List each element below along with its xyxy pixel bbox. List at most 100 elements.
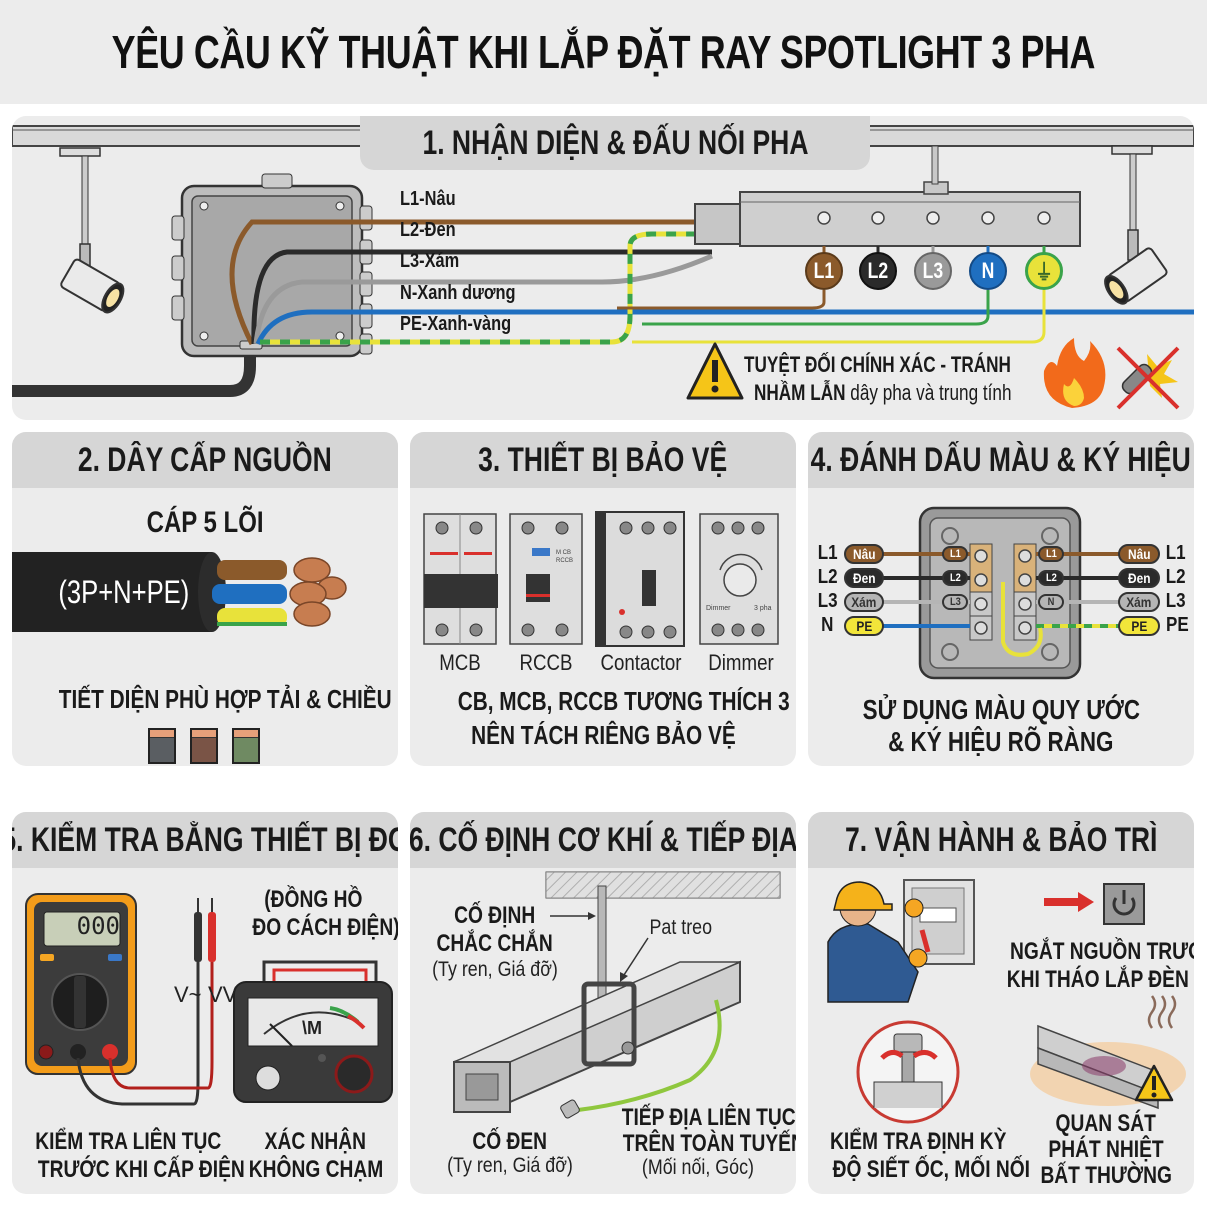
section-mechanical-grounding: 6. CỐ ĐỊNH CƠ KHÍ & TIẾP ĐỊA CỐ ĐỊNH CHẮ… <box>410 812 796 1194</box>
device-label-mcb: MCB <box>439 650 481 675</box>
meter-unit: \M <box>302 1018 322 1038</box>
terminal-l3: L3 <box>914 252 952 290</box>
inner-tag-l1-right: L1 <box>1038 546 1064 562</box>
inner-tag-l1: L1 <box>942 546 968 562</box>
device-label-rccb: RCCB <box>519 650 573 675</box>
caption-line-1: CB, MCB, RCCB TƯƠNG THÍCH 3 PHA <box>457 686 796 716</box>
warning-text: TUYỆT ĐỐI CHÍNH XÁC - TRÁNH NHẦM LẪN dây… <box>744 352 1012 405</box>
side-label-l2-right: L2 <box>1165 566 1186 588</box>
wire-label-l1: L1-Nâu <box>400 188 456 210</box>
ground-label-2: TRÊN TOÀN TUYẾN <box>622 1130 796 1157</box>
caption-right-2: KHÔNG CHẠM <box>248 1156 384 1183</box>
protection-devices-illustration: M CB RCCB Dimmer 3 pha <box>423 511 779 647</box>
heat-label-1: QUAN SÁT <box>1055 1110 1157 1137</box>
measurement-tools-illustration <box>25 893 393 1106</box>
wire-label-l3: L3-Xám <box>400 250 460 272</box>
power-off-label-2: KHI THÁO LẮP ĐÈN <box>1006 966 1189 993</box>
section-header: 6. CỐ ĐỊNH CƠ KHÍ & TIẾP ĐỊA <box>410 812 796 868</box>
ground-paren: (Mối nối, Góc) <box>641 1156 755 1179</box>
section-header: 2. DÂY CẤP NGUỒN <box>12 432 398 488</box>
fix-label-1: CỐ ĐỊNH <box>454 902 536 929</box>
caption-line-2: & KÝ HIỆU RÕ RÀNG <box>888 726 1114 757</box>
rccb-icon: M CB RCCB <box>509 513 583 645</box>
section-header: 1. NHẬN DIỆN & ĐẤU NỐI PHA <box>360 116 870 170</box>
ground-label-1: TIẾP ĐỊA LIÊN TỤC <box>621 1104 796 1131</box>
probe-label-right: VV <box>208 982 238 1007</box>
power-off-icon: polygon <box>1044 883 1145 925</box>
pill-black: Đen <box>844 568 884 588</box>
terminal-l2: L2 <box>859 252 897 290</box>
heated-rail-icon <box>1030 995 1186 1110</box>
power-off-label-1: NGẮT NGUỒN TRƯỚC <box>1010 938 1194 965</box>
no-short-circuit-icon <box>1116 346 1180 410</box>
section-phase-identification: 1. NHẬN DIỆN & ĐẤU NỐI PHA L1-Nâu L2-Đen… <box>12 116 1194 420</box>
pill-gray-right: Xám <box>1118 592 1160 612</box>
caption-left-1: KIỂM TRA LIÊN TỤC <box>35 1128 222 1155</box>
inner-tag-l2: L2 <box>942 570 968 586</box>
side-label-n-left: N <box>821 614 834 636</box>
side-label-l1-left: L1 <box>817 542 838 564</box>
section-header: 4. ĐÁNH DẤU MÀU & KÝ HIỆU <box>808 432 1194 488</box>
terminal-n: N <box>969 252 1007 290</box>
maintenance-illustration: polygon <box>827 879 1186 1124</box>
side-label-l3-right: L3 <box>1165 590 1186 612</box>
heat-label-2: PHÁT NHIỆT <box>1048 1136 1164 1163</box>
caption-line-1: SỬ DỤNG MÀU QUY ƯỚC <box>862 694 1140 725</box>
junction-box-icon <box>171 173 373 358</box>
device-label-contactor: Contactor <box>600 650 682 675</box>
pill-brown: Nâu <box>844 544 884 564</box>
bolt-check-icon <box>856 1020 960 1124</box>
spotlight-icon <box>59 147 125 314</box>
contactor-icon <box>595 511 685 647</box>
wire-sample-green <box>232 728 260 764</box>
mcb-icon <box>423 513 498 645</box>
pat-treo-label: Pat treo <box>649 916 713 939</box>
caption-right-1: XÁC NHẬN <box>264 1128 366 1155</box>
heat-label-3: BẤT THƯỜNG <box>1040 1162 1172 1189</box>
insulation-tester-icon <box>233 960 393 1103</box>
section-protection-devices: 3. THIẾT BỊ BẢO VỆ M CB RCCB <box>410 432 796 766</box>
svg-text:3 pha: 3 pha <box>754 605 772 612</box>
section-operation-maintenance: 7. VẬN HÀNH & BẢO TRÌ polygon <box>808 812 1194 1194</box>
cable-caption: TIẾT DIỆN PHÙ HỢP TẢI & CHIỀU DÀI <box>58 684 398 714</box>
check-label-1: KIỂM TRA ĐỊNH KỲ <box>830 1128 1007 1155</box>
cable-title: CÁP 5 LÕI <box>146 506 264 539</box>
caption-left-2: TRƯỚC KHI CẤP ĐIỆN <box>37 1156 245 1183</box>
fix-paren: (Ty ren, Giá đỡ) <box>432 958 558 981</box>
multimeter-icon <box>25 893 137 1075</box>
side-label-l1-right: L1 <box>1165 542 1186 564</box>
pill-brown-right: Nâu <box>1118 544 1160 564</box>
terminal-l1: L1 <box>805 252 843 290</box>
inner-tag-l3: L3 <box>942 594 968 610</box>
spotlight-icon <box>1104 145 1168 305</box>
section-measurement-check: 5. KIỂM TRA BẰNG THIẾT BỊ ĐO <box>12 812 398 1194</box>
insulation-title-2: ĐO CÁCH ĐIỆN) <box>252 914 398 941</box>
section-header: 3. THIẾT BỊ BẢO VỆ <box>410 432 796 488</box>
insulation-title-1: (ĐỒNG HỒ <box>263 886 363 913</box>
wire-label-pe: PE-Xanh-vàng <box>400 313 512 335</box>
fix-label-2: CHẮC CHẮN <box>436 930 554 957</box>
device-label-dimmer: Dimmer <box>708 650 774 675</box>
pill-pe-right: PE <box>1118 616 1160 636</box>
pill-pe: PE <box>844 616 884 636</box>
title-bar: YÊU CẦU KỸ THUẬT KHI LẮP ĐẶT RAY SPOTLIG… <box>0 0 1207 104</box>
caption-line-2: NÊN TÁCH RIÊNG BẢO VỆ <box>470 720 736 750</box>
lamp-paren: (Ty ren, Giá đỡ) <box>447 1154 573 1177</box>
check-label-2: ĐỘ SIẾT ỐC, MỐI NỐI <box>832 1156 1031 1183</box>
svg-text:M CB: M CB <box>556 550 571 556</box>
electrician-icon <box>827 879 975 1003</box>
side-label-l3-left: L3 <box>817 590 838 612</box>
pill-black-right: Đen <box>1118 568 1160 588</box>
dimmer-icon: Dimmer 3 pha <box>699 513 779 645</box>
probe-label-left: V~ <box>174 982 202 1007</box>
wire-label-n: N-Xanh dương <box>400 282 516 304</box>
ground-icon: ⏚ <box>1025 252 1063 290</box>
section-power-cable: 2. DÂY CẤP NGUỒN CÁP 5 LÕI (3P+N+PE) TIẾ… <box>12 432 398 766</box>
section-header: 5. KIỂM TRA BẰNG THIẾT BỊ ĐO <box>12 812 398 868</box>
wire-sample-brown <box>190 728 218 764</box>
multimeter-display: 000 <box>76 912 120 940</box>
mounting-illustration <box>453 871 781 1119</box>
warning-triangle-icon <box>686 342 744 400</box>
five-core-cable-icon <box>12 552 347 632</box>
svg-text:Dimmer: Dimmer <box>706 605 731 612</box>
